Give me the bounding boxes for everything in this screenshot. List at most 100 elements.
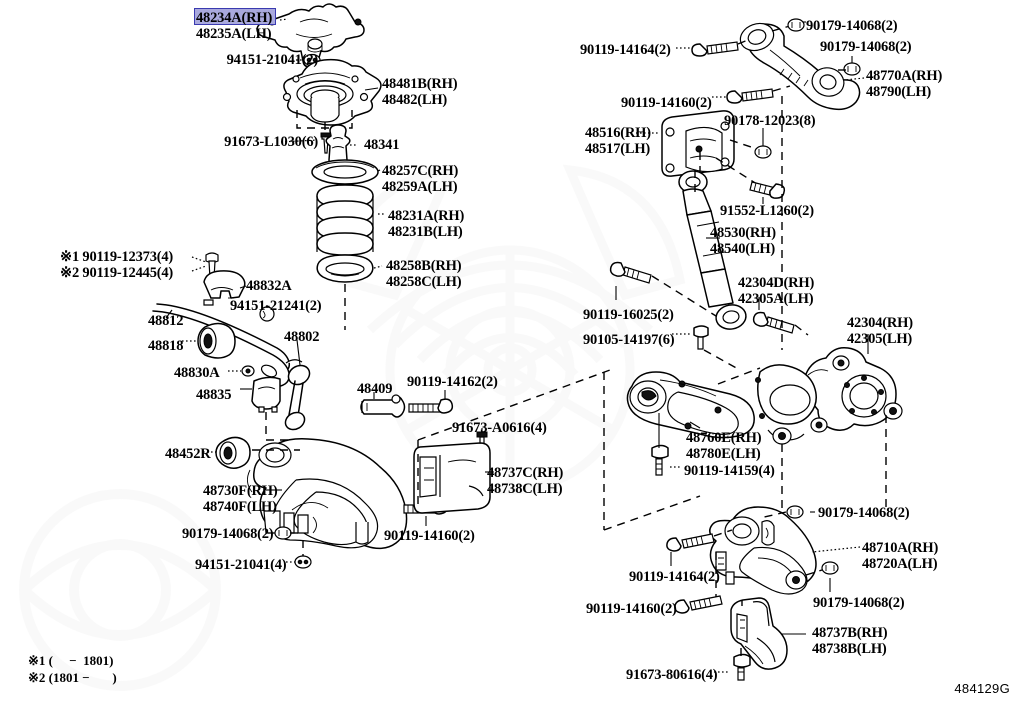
part-label-48231arh[interactable]: 48231A(RH)48231B(LH): [388, 208, 465, 240]
part-42305a-inner-arm: [755, 364, 817, 445]
part-48730f-lower-arm: [247, 438, 408, 550]
part-label-48409[interactable]: 48409: [357, 381, 392, 398]
part-label-48516rh[interactable]: 48516(RH)48517(LH): [585, 125, 651, 157]
part-90179-14068-nut-lowerarm-1: [786, 505, 804, 519]
part-91552-l1260-bolt: [749, 181, 786, 199]
part-label-line: 48770A(RH): [866, 68, 943, 84]
part-label-90119141642[interactable]: 90119-14164(2): [629, 569, 720, 586]
part-label-line: 48259A(LH): [382, 178, 458, 195]
part-label-line: 90119-14164(2): [580, 42, 671, 58]
part-label-line: 48740F(LH): [203, 498, 277, 515]
part-label-90178120238[interactable]: 90178-12023(8): [724, 113, 816, 130]
part-label-48760erh[interactable]: 48760E(RH)48780E(LH): [686, 430, 762, 462]
part-label-90119141622[interactable]: 90119-14162(2): [407, 374, 498, 391]
part-label-90179140682[interactable]: 90179-14068(2): [806, 18, 898, 35]
part-label-line: 42304D(RH): [738, 275, 815, 291]
part-label-42304rh[interactable]: 42304(RH)42305(LH): [847, 315, 913, 347]
part-label-91673a06164[interactable]: 91673-A0616(4): [452, 420, 547, 437]
part-label-90119160252[interactable]: 90119-16025(2): [583, 307, 674, 324]
part-label-line: 90119-14160(2): [384, 528, 475, 544]
part-label-line: 48812: [148, 313, 184, 329]
part-label-90179140682[interactable]: 90179-14068(2): [182, 526, 274, 543]
part-90105-14197-bolt: [693, 325, 709, 350]
part-label-48802[interactable]: 48802: [284, 329, 319, 346]
part-label-line: 48720A(LH): [862, 555, 938, 572]
part-90179-14068-nut-upper-arm-1: [787, 18, 805, 32]
part-label-48341[interactable]: 48341: [364, 137, 400, 154]
part-label-line: 48481B(RH): [382, 76, 458, 92]
part-label-48730frh[interactable]: 48730F(RH)48740F(LH): [203, 483, 278, 515]
part-90119-14160-bolt-bottom: [674, 595, 723, 614]
part-label-48835[interactable]: 48835: [196, 387, 231, 404]
part-label-line: 90119-14160(2): [586, 601, 677, 617]
part-label-90179140682[interactable]: 90179-14068(2): [818, 505, 910, 522]
part-label-48832a[interactable]: 48832A: [246, 278, 292, 295]
part-label-line: 91673-80616(4): [626, 667, 718, 683]
footnote-line: ※1 ( − 1801): [28, 653, 114, 668]
part-label-94151212412[interactable]: 94151-21241(2): [230, 298, 322, 315]
part-94151-21241-nut: [259, 306, 275, 322]
part-label-48770arh[interactable]: 48770A(RH)48790(LH): [866, 68, 943, 100]
part-label-48452r[interactable]: 48452R: [165, 446, 211, 463]
part-42304-knuckle: [803, 346, 903, 433]
part-label-94151210414[interactable]: 94151-21041(4): [195, 557, 287, 574]
part-label-48818[interactable]: 48818: [148, 338, 183, 355]
part-label-90119141594[interactable]: 90119-14159(4): [684, 463, 775, 480]
part-label-91673806164[interactable]: 91673-80616(4): [626, 667, 718, 684]
part-label-line: ※2 90119-12445(4): [60, 264, 174, 281]
part-label-line: 48257C(RH): [382, 163, 459, 179]
part-label-line: 42305(LH): [847, 330, 913, 347]
part-48802-link: [284, 359, 311, 431]
part-label-line: 48780E(LH): [686, 445, 761, 462]
part-90178-12023-nut: [754, 145, 772, 159]
part-label-line: 90105-14197(6): [583, 332, 675, 348]
part-42304d-bolt: [752, 311, 795, 334]
part-label-48258brh[interactable]: 48258B(RH)48258C(LH): [386, 258, 462, 290]
part-label-90179140682[interactable]: 90179-14068(2): [813, 595, 905, 612]
part-label-48530rh[interactable]: 48530(RH)48540(LH): [710, 225, 776, 257]
part-label-line: ※1 90119-12373(4): [60, 249, 174, 265]
part-48452r-bushing: [215, 436, 251, 469]
part-label-line: 90179-14068(2): [820, 39, 912, 55]
part-label-48830a[interactable]: 48830A: [174, 365, 220, 382]
part-48516-bracket: [661, 110, 735, 177]
part-label-48257crh[interactable]: 48257C(RH)48259A(LH): [382, 163, 459, 195]
part-label-91673l10306[interactable]: 91673-L1030(6): [224, 134, 318, 151]
part-label-48812[interactable]: 48812: [148, 313, 184, 330]
part-label-line: 48516(RH): [585, 125, 651, 141]
part-label-90119141602[interactable]: 90119-14160(2): [586, 601, 677, 618]
part-label-94151210412[interactable]: 94151-21041(2): [227, 52, 319, 69]
part-label-48737crh[interactable]: 48737C(RH)48738C(LH): [487, 465, 563, 497]
part-label-48710arh[interactable]: 48710A(RH)48720A(LH): [862, 540, 938, 572]
part-label-48737brh[interactable]: 48737B(RH)48738B(LH): [812, 625, 888, 657]
part-label-line: 48760E(RH): [686, 430, 762, 446]
part-48770a-upper-arm: [739, 22, 861, 111]
part-label-line: 48231A(RH): [388, 208, 465, 224]
part-90119-14164-bolt-lower: [666, 533, 715, 552]
part-label-line: 48730F(RH): [203, 483, 278, 499]
part-label-190119123734[interactable]: ※1 90119-12373(4)※2 90119-12445(4): [60, 249, 174, 281]
part-label-91552l12602[interactable]: 91552-L1260(2): [720, 203, 814, 220]
part-label-90105141976[interactable]: 90105-14197(6): [583, 332, 675, 349]
selected-part-highlight[interactable]: [194, 8, 276, 25]
part-label-line: 48231B(LH): [388, 223, 463, 240]
part-label-42304drh[interactable]: 42304D(RH)42305A(LH): [738, 275, 815, 307]
part-label-line: 48234A(RH): [196, 10, 273, 26]
part-label-line: 48738B(LH): [812, 640, 887, 657]
part-label-90119141602[interactable]: 90119-14160(2): [384, 528, 475, 545]
part-label-line: 48452R: [165, 446, 211, 462]
part-label-line: 42305A(LH): [738, 290, 814, 307]
part-label-90179140682[interactable]: 90179-14068(2): [820, 39, 912, 56]
part-label-48234arh[interactable]: 48234A(RH)48235A(LH): [196, 10, 273, 42]
part-90179-14068-nut-upper-arm-2: [843, 62, 861, 76]
part-label-line: 94151-21041(4): [195, 557, 287, 573]
part-label-line: 48341: [364, 137, 400, 153]
part-90119-16025-bolt: [609, 261, 652, 284]
part-label-90119141642[interactable]: 90119-14164(2): [580, 42, 671, 59]
part-label-line: 48790(LH): [866, 83, 932, 100]
part-label-48481brh[interactable]: 48481B(RH)48482(LH): [382, 76, 458, 108]
part-label-line: 90179-14068(2): [818, 505, 910, 521]
part-label-90119141602[interactable]: 90119-14160(2): [621, 95, 712, 112]
